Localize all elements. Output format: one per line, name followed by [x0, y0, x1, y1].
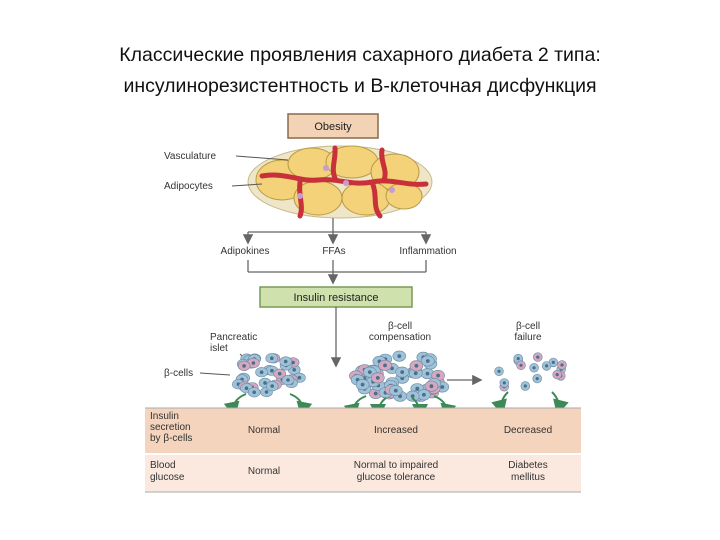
cell-nucleus — [383, 363, 387, 368]
cell-nucleus — [425, 371, 430, 376]
row2-compensation-2: glucose tolerance — [357, 472, 436, 483]
summary-table: Insulin secretion by β-cells Normal Incr… — [145, 407, 581, 493]
obesity-box: Obesity — [287, 113, 379, 139]
output-converge-arrows — [247, 260, 427, 285]
islet-compensation — [349, 350, 450, 402]
cell-nucleus — [545, 364, 549, 368]
cell-nucleus — [291, 360, 295, 365]
cell-nucleus — [535, 377, 539, 381]
cell-nucleus — [270, 356, 274, 361]
title-line-1: Классические проявления сахарного диабет… — [119, 44, 601, 66]
cell-nucleus — [497, 369, 501, 373]
compensation-label-1: β-cell — [388, 321, 412, 332]
cell-nucleus — [360, 382, 365, 387]
cell-nucleus — [523, 384, 527, 388]
ffas-label: FFAs — [322, 246, 345, 257]
cell-nucleus — [393, 388, 398, 393]
cell-nucleus — [283, 359, 288, 364]
row2-normal: Normal — [248, 466, 280, 477]
inflammation-label: Inflammation — [399, 246, 456, 257]
cell-nucleus — [367, 370, 372, 374]
row1-header-1: Insulin — [150, 411, 179, 422]
cell-nucleus — [560, 363, 564, 367]
cell-nucleus — [440, 385, 445, 389]
cell-nucleus — [555, 373, 559, 377]
cell-nucleus — [532, 366, 536, 370]
cell-nucleus — [297, 375, 302, 380]
cell-nucleus — [292, 368, 297, 372]
cell-nucleus — [536, 355, 540, 359]
cell-nucleus — [263, 381, 267, 385]
cell-nucleus — [551, 360, 555, 364]
cell-nucleus — [242, 364, 246, 368]
cell-nucleus — [286, 378, 290, 382]
pancreatic-label-2: islet — [210, 343, 228, 354]
cell-nucleus — [429, 384, 434, 389]
slide-title: Классические проявления сахарного диабет… — [0, 40, 720, 102]
row2-failure-1: Diabetes — [508, 460, 547, 471]
cell-nucleus — [264, 390, 269, 394]
compensation-label-2: compensation — [369, 332, 431, 343]
row1-compensation: Increased — [374, 425, 418, 436]
cell-nucleus — [436, 373, 440, 378]
insulin-resistance-box: Insulin resistance — [259, 286, 413, 308]
cell-nucleus — [516, 357, 520, 361]
cell-nucleus — [422, 392, 426, 397]
failure-label-1: β-cell — [516, 321, 540, 332]
cell-nucleus — [400, 370, 405, 374]
pancreatic-label-1: Pancreatic — [210, 332, 257, 343]
row2-compensation-1: Normal to impaired — [354, 460, 438, 471]
adipose-tissue — [247, 145, 433, 219]
obesity-label: Obesity — [314, 121, 352, 133]
cell-nucleus — [252, 390, 256, 395]
cell-nucleus — [277, 371, 282, 376]
adipocytes-label: Adipocytes — [164, 181, 213, 192]
row2-failure-2: mellitus — [511, 472, 545, 483]
adipokines-label: Adipokines — [221, 246, 270, 257]
cell-nucleus — [251, 361, 256, 365]
beta-cells-label: β-cells — [164, 368, 193, 379]
cell-nucleus — [414, 363, 419, 368]
cell-nucleus — [415, 386, 420, 391]
cell-nucleus — [397, 354, 402, 358]
cell-nucleus — [270, 368, 274, 373]
row2-header-1: Blood — [150, 460, 176, 471]
cell-nucleus — [410, 394, 415, 398]
cell-nucleus — [270, 384, 275, 388]
cell-nucleus — [375, 376, 380, 380]
cell-nucleus — [519, 363, 523, 367]
row1-header-2: secretion — [150, 422, 191, 433]
title-line-2: инсулинорезистентность и В-клеточная дис… — [123, 75, 597, 97]
cell-nucleus — [502, 381, 506, 385]
row2-header-2: glucose — [150, 472, 185, 483]
cell-nucleus — [259, 370, 264, 375]
islet-failure — [494, 352, 567, 392]
cell-nucleus — [413, 371, 418, 376]
cell-nucleus — [244, 386, 249, 391]
cell-nucleus — [425, 359, 430, 363]
tissue-output-arrows — [242, 218, 432, 245]
adipocyte — [385, 182, 423, 210]
row1-failure: Decreased — [504, 425, 552, 436]
cell-nucleus — [373, 391, 378, 396]
row1-normal: Normal — [248, 425, 280, 436]
adipocyte — [341, 180, 391, 216]
failure-label-2: failure — [514, 332, 542, 343]
row1-header-3: by β-cells — [150, 433, 192, 444]
islet-normal — [232, 353, 306, 398]
vasculature-label: Vasculature — [164, 151, 217, 162]
insulin-resistance-label: Insulin resistance — [294, 292, 379, 304]
